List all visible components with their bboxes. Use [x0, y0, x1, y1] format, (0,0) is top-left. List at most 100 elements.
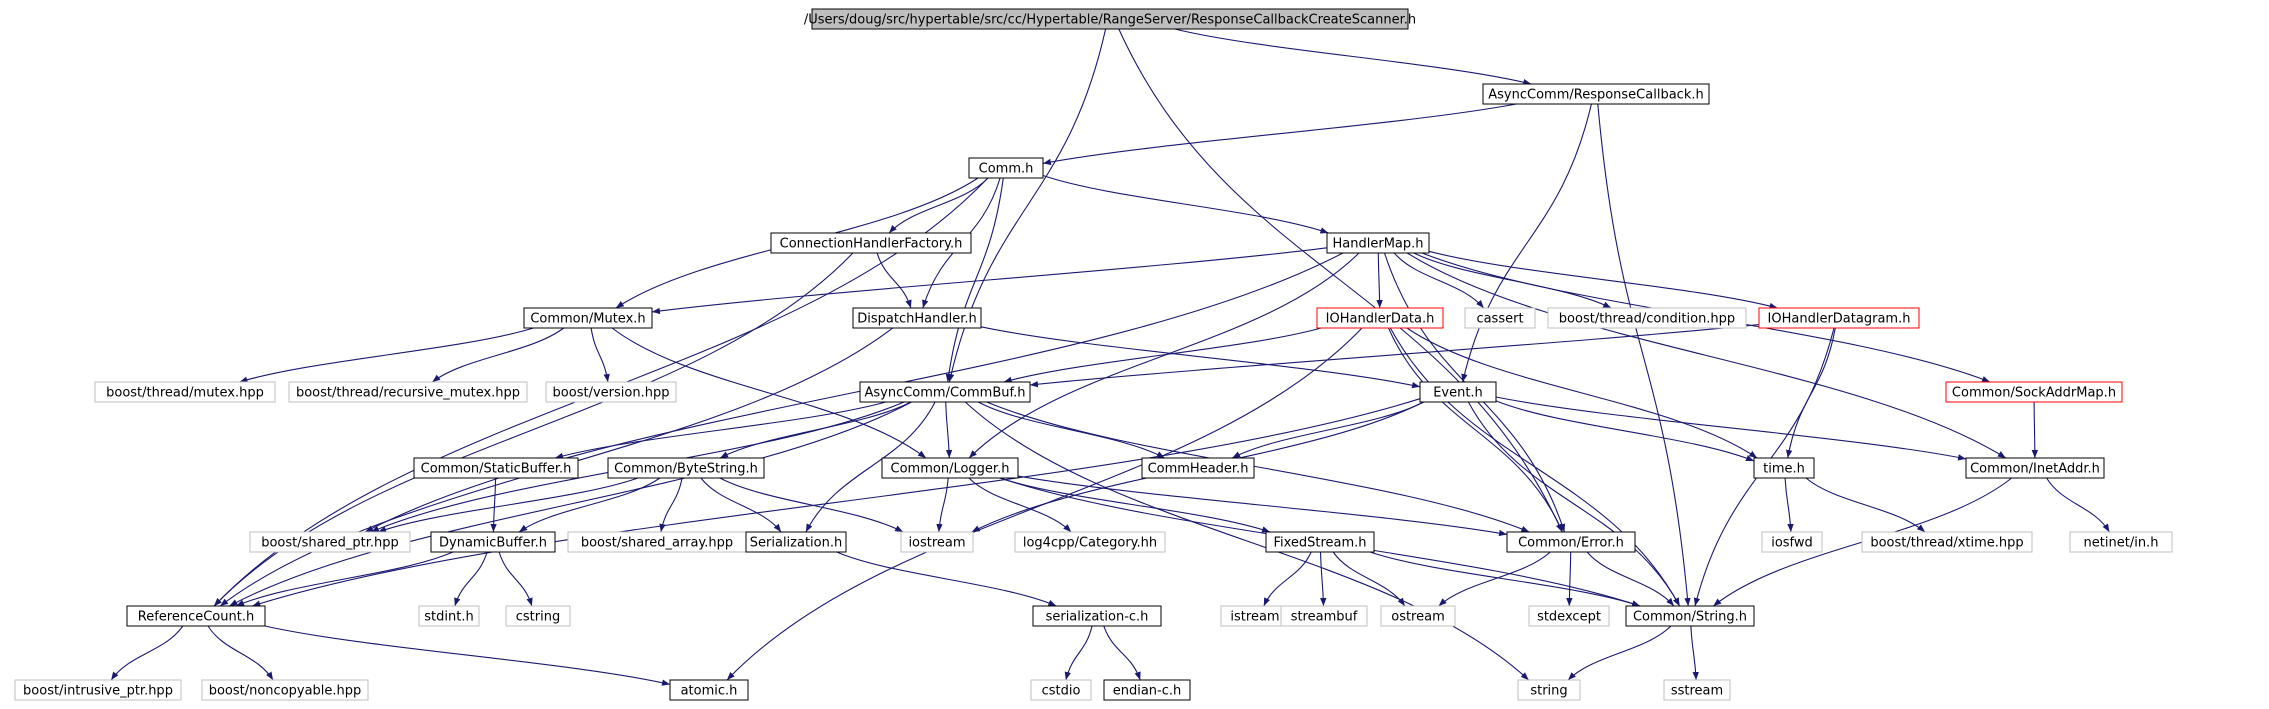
node-label-serialization: Serialization.h	[750, 536, 842, 551]
node-string: string	[1517, 679, 1581, 701]
nodes-layer: /Users/doug/src/hypertable/src/cc/Hypert…	[14, 8, 2173, 701]
node-box-referencecount[interactable]	[126, 605, 266, 627]
node-dispatchhandler[interactable]: DispatchHandler.h	[852, 307, 982, 329]
node-box-common-staticbuffer[interactable]	[413, 457, 579, 479]
node-label-endian-c: endian-c.h	[1113, 684, 1182, 699]
node-box-serialization-c[interactable]	[1032, 605, 1162, 627]
node-label-cstdio: cstdio	[1042, 684, 1081, 699]
node-common-mutex[interactable]: Common/Mutex.h	[523, 307, 653, 329]
node-label-connectionhandlerfactory: ConnectionHandlerFactory.h	[780, 237, 963, 252]
node-handlermap[interactable]: HandlerMap.h	[1326, 232, 1430, 254]
node-boost-noncopyable: boost/noncopyable.hpp	[201, 679, 369, 701]
edge-handlermap-to-iohandlerdata	[1376, 252, 1383, 309]
node-asynccomm-responsecallback[interactable]: AsyncComm/ResponseCallback.h	[1482, 83, 1710, 105]
node-box-streambuf	[1280, 605, 1368, 627]
node-iohandlerdata[interactable]: IOHandlerData.h	[1316, 307, 1444, 329]
node-box-common-error[interactable]	[1506, 531, 1636, 553]
node-label-common-logger: Common/Logger.h	[891, 462, 1010, 477]
edge-common-logger-to-iostream	[936, 477, 949, 533]
node-box-boost-intrusive-ptr	[14, 679, 182, 701]
edge-handlermap-to-common-inetaddr	[1406, 252, 2007, 459]
edge-dynamicbuffer-to-cstring	[498, 551, 533, 607]
node-label-fixedstream: FixedStream.h	[1273, 536, 1366, 551]
edge-common-logger-to-common-error	[1017, 475, 1508, 537]
node-box-dynamicbuffer[interactable]	[430, 531, 556, 553]
edge-asynccomm-commbuf-to-serialization	[805, 401, 936, 533]
edges-layer	[110, 28, 2110, 686]
node-time-h[interactable]: time.h	[1753, 457, 1815, 479]
edge-comm-to-asynccomm-commbuf	[945, 177, 1004, 383]
node-box-common-sockaddrmap[interactable]	[1945, 381, 2123, 403]
node-box-time-h[interactable]	[1753, 457, 1815, 479]
node-box-cassert	[1464, 307, 1536, 329]
node-box-iohandlerdata[interactable]	[1316, 307, 1444, 329]
node-box-connectionhandlerfactory[interactable]	[770, 232, 972, 254]
node-box-root[interactable]	[811, 8, 1409, 30]
node-common-sockaddrmap[interactable]: Common/SockAddrMap.h	[1945, 381, 2123, 403]
node-common-staticbuffer[interactable]: Common/StaticBuffer.h	[413, 457, 579, 479]
node-asynccomm-commbuf[interactable]: AsyncComm/CommBuf.h	[859, 381, 1031, 403]
node-box-sstream	[1663, 679, 1731, 701]
node-box-boost-version	[545, 381, 677, 403]
node-box-common-logger[interactable]	[881, 457, 1019, 479]
node-label-time-h: time.h	[1763, 462, 1805, 477]
edge-asynccomm-responsecallback-to-comm	[1042, 103, 1517, 166]
edge-common-error-to-ostream	[1438, 551, 1551, 607]
node-box-fixedstream[interactable]	[1265, 531, 1375, 553]
node-serialization-c[interactable]: serialization-c.h	[1032, 605, 1162, 627]
edge-event-to-common-string	[1467, 401, 1681, 607]
edge-referencecount-to-atomic	[264, 625, 671, 686]
edge-iohandlerdata-to-asynccomm-commbuf	[1003, 327, 1322, 383]
node-common-bytestring[interactable]: Common/ByteString.h	[607, 457, 765, 479]
node-box-dispatchhandler[interactable]	[852, 307, 982, 329]
node-event[interactable]: Event.h	[1419, 381, 1497, 403]
node-endian-c[interactable]: endian-c.h	[1103, 679, 1191, 701]
node-referencecount[interactable]: ReferenceCount.h	[126, 605, 266, 627]
edge-common-string-to-string	[1567, 625, 1672, 681]
node-boost-condition: boost/thread/condition.hpp	[1547, 307, 1747, 329]
node-box-comm[interactable]	[968, 157, 1044, 179]
node-commheader[interactable]: CommHeader.h	[1141, 457, 1255, 479]
node-common-string[interactable]: Common/String.h	[1625, 605, 1755, 627]
node-label-handlermap: HandlerMap.h	[1333, 237, 1424, 252]
node-box-common-string[interactable]	[1625, 605, 1755, 627]
node-fixedstream[interactable]: FixedStream.h	[1265, 531, 1375, 553]
node-boost-recursive-mutex: boost/thread/recursive_mutex.hpp	[288, 381, 528, 403]
edge-asynccomm-commbuf-to-common-error	[986, 401, 1530, 533]
node-common-error[interactable]: Common/Error.h	[1506, 531, 1636, 553]
node-box-common-inetaddr[interactable]	[1965, 457, 2105, 479]
node-serialization[interactable]: Serialization.h	[745, 531, 847, 553]
node-box-iohandlerdatagram[interactable]	[1758, 307, 1920, 329]
node-root[interactable]: /Users/doug/src/hypertable/src/cc/Hypert…	[804, 8, 1416, 30]
node-iohandlerdatagram[interactable]: IOHandlerDatagram.h	[1758, 307, 1920, 329]
edge-asynccomm-commbuf-to-common-logger	[945, 401, 953, 459]
node-comm[interactable]: Comm.h	[968, 157, 1044, 179]
node-common-inetaddr[interactable]: Common/InetAddr.h	[1965, 457, 2105, 479]
node-atomic[interactable]: atomic.h	[669, 679, 749, 701]
node-box-common-bytestring[interactable]	[607, 457, 765, 479]
edge-common-staticbuffer-to-dynamicbuffer	[490, 477, 497, 533]
node-dynamicbuffer[interactable]: DynamicBuffer.h	[430, 531, 556, 553]
node-box-event[interactable]	[1419, 381, 1497, 403]
node-box-asynccomm-commbuf[interactable]	[859, 381, 1031, 403]
node-box-handlermap[interactable]	[1326, 232, 1430, 254]
node-label-stdexcept: stdexcept	[1537, 610, 1601, 625]
edge-fixedstream-to-ostream	[1332, 551, 1406, 607]
edge-common-bytestring-to-boost-shared-ptr	[377, 477, 639, 533]
node-box-asynccomm-responsecallback[interactable]	[1482, 83, 1710, 105]
node-connectionhandlerfactory[interactable]: ConnectionHandlerFactory.h	[770, 232, 972, 254]
edge-fixedstream-to-streambuf	[1319, 551, 1327, 607]
node-label-dynamicbuffer: DynamicBuffer.h	[439, 536, 547, 551]
node-box-atomic[interactable]	[669, 679, 749, 701]
edge-common-error-to-stdexcept	[1566, 551, 1573, 607]
node-box-endian-c[interactable]	[1103, 679, 1191, 701]
node-box-common-mutex[interactable]	[523, 307, 653, 329]
node-iosfwd: iosfwd	[1761, 531, 1823, 553]
node-box-boost-shared-ptr	[249, 531, 411, 553]
node-box-commheader[interactable]	[1141, 457, 1255, 479]
edge-asynccomm-commbuf-to-commheader	[978, 401, 1165, 459]
edge-fixedstream-to-common-string	[1369, 551, 1641, 607]
node-iostream: iostream	[900, 531, 974, 553]
node-common-logger[interactable]: Common/Logger.h	[881, 457, 1019, 479]
node-box-serialization[interactable]	[745, 531, 847, 553]
